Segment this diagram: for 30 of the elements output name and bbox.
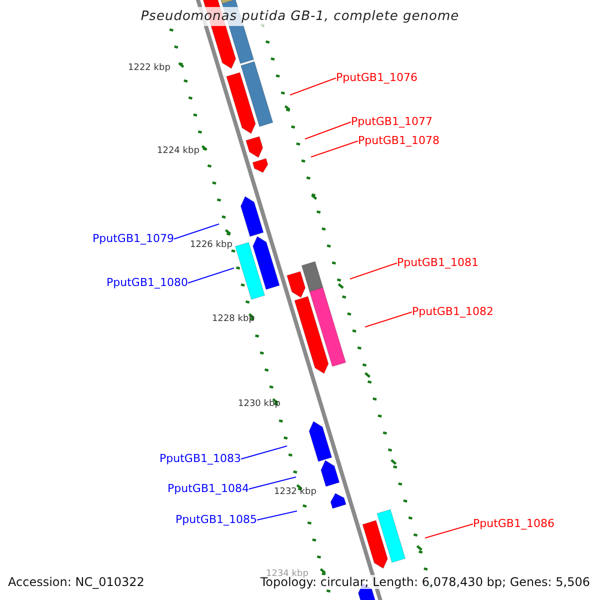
scale-label: 1228 kbp [212,313,254,326]
footer-text: Topology: circular; Length: 6,078,430 bp; Genes: 5,506 [260,575,590,589]
scale-label: 1222 kbp [128,62,170,75]
leader-line [240,445,288,460]
gene-label: PputGB1_1077 [351,115,432,129]
scale-label: 1232 kbp [274,486,316,499]
gene-label: PputGB1_1082 [412,305,494,319]
scale-label: 1230 kbp [238,398,280,411]
footer-text: Accession: NC_010322 [8,575,144,589]
leader-line [304,121,352,140]
gene-label: PputGB1_1080 [106,276,188,290]
gene-label: PputGB1_1084 [168,482,249,496]
scale-label: 1224 kbp [157,145,200,158]
gene-label: PputGB1_1076 [336,71,418,85]
leader-line [364,311,412,328]
leader-line [350,262,398,280]
scale-label: 1226 kbp [190,239,232,252]
leader-line [188,267,234,284]
gene-label: PputGB1_1079 [92,232,174,246]
leader-line [290,77,336,96]
gene-label: PputGB1_1086 [473,517,554,531]
leader-line [248,476,296,490]
gene-label: PputGB1_1083 [160,452,241,466]
leader-line [256,510,298,521]
leader-line [310,140,358,158]
gene-label: PputGB1_1081 [397,256,478,270]
leader-line [424,523,474,539]
gene-label: PputGB1_1085 [176,513,257,527]
leader-line [174,223,220,240]
gene-label: PputGB1_1078 [358,134,440,148]
